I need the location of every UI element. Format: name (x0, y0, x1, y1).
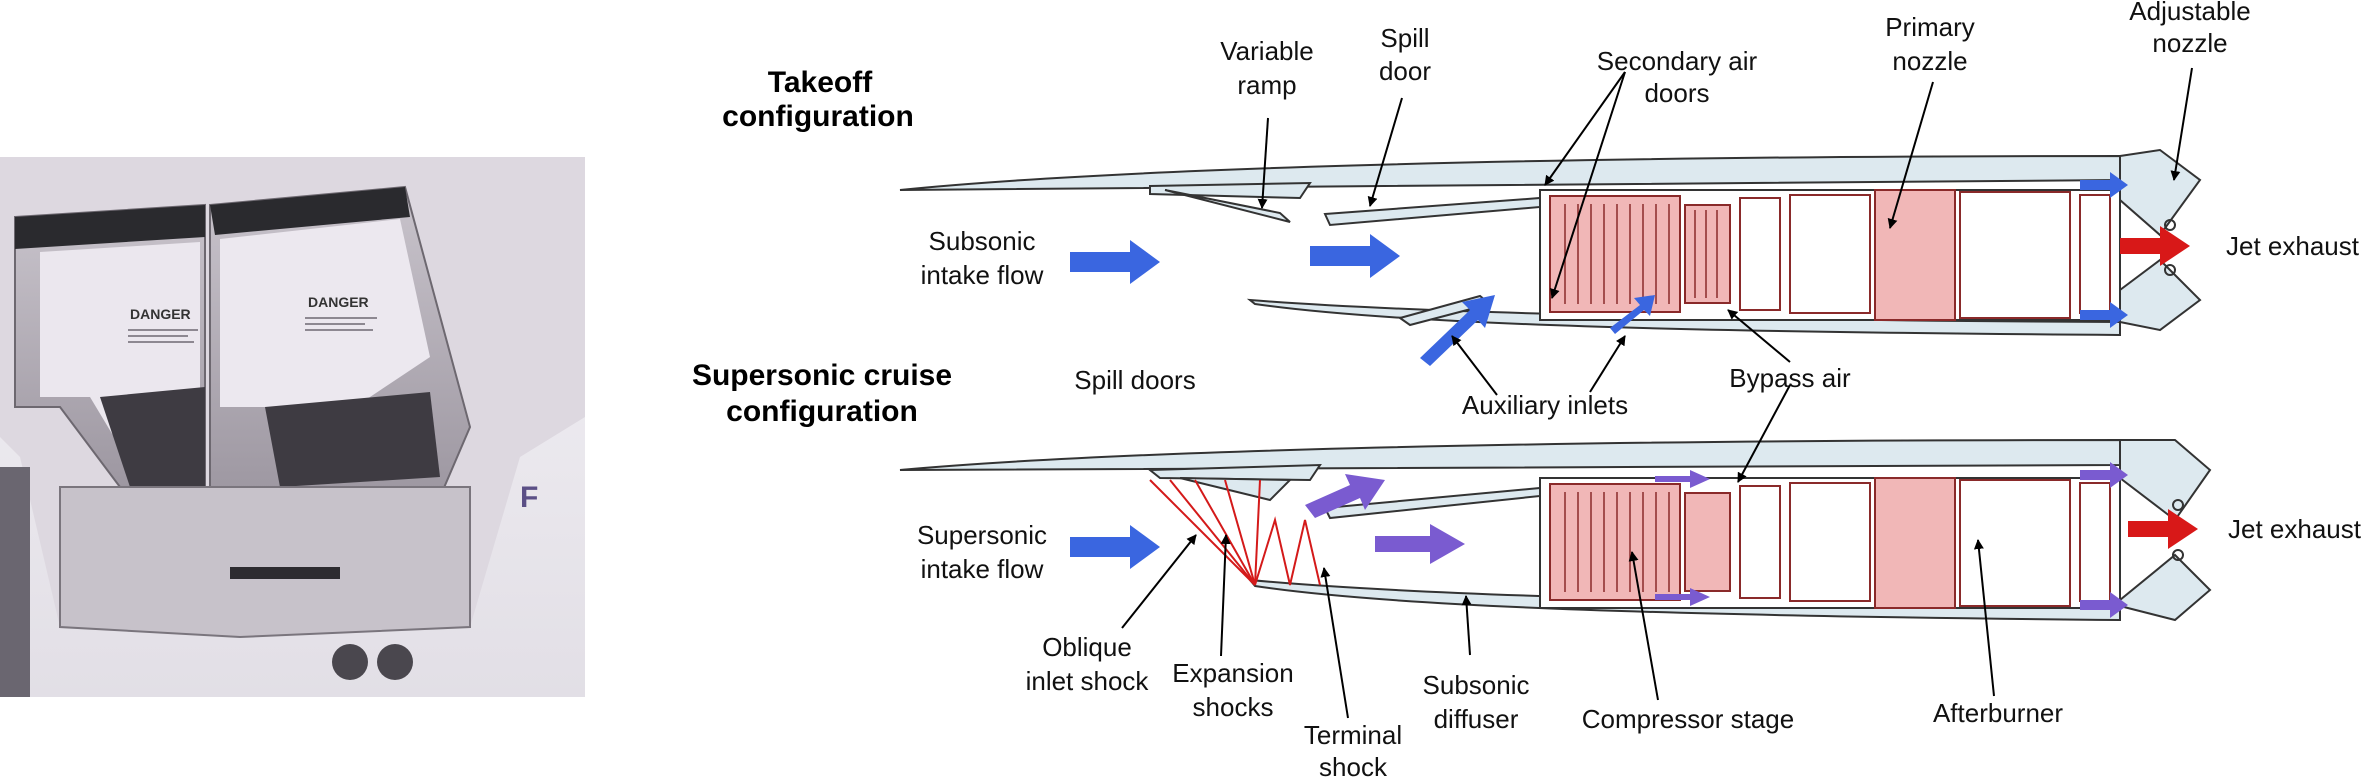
label-spill-door-2: door (1379, 56, 1431, 86)
cruise-bypass-arrow-2 (1655, 588, 1710, 606)
label-adjustable-nozzle-2: nozzle (2152, 28, 2227, 58)
intake-photo-drawing: DANGER DANGER F (0, 157, 585, 697)
cruise-title-line1: Supersonic cruise (692, 359, 952, 392)
label-diffuser-1: Subsonic (1423, 670, 1530, 700)
label-cruise-jet-exhaust: Jet exhaust (2228, 514, 2362, 544)
cruise-shock-lines (1149, 479, 1321, 586)
takeoff-ramp-panel (1149, 181, 1312, 200)
intake-photo: DANGER DANGER F (0, 157, 585, 697)
placard-right-text: DANGER (308, 294, 369, 310)
cruise-diagram (899, 438, 2212, 622)
label-subsonic-intake-1: Subsonic (929, 226, 1036, 256)
takeoff-aux-arrow-2 (1610, 295, 1655, 334)
cruise-duct-arrow (1375, 524, 1465, 564)
label-terminal-1: Terminal (1304, 720, 1402, 750)
label-afterburner: Afterburner (1933, 698, 2063, 728)
takeoff-nozzle-lower (2119, 258, 2202, 332)
label-oblique-1: Oblique (1042, 632, 1132, 662)
label-subsonic-intake-2: intake flow (921, 260, 1044, 290)
label-secondary-air-1: Secondary air (1597, 46, 1758, 76)
label-supersonic-intake-1: Supersonic (917, 520, 1047, 550)
cruise-exhaust-arrow (2128, 509, 2198, 549)
cruise-ramp-panel (1147, 463, 1322, 482)
label-diffuser-2: diffuser (1434, 704, 1519, 734)
cruise-nozzle-upper (2119, 439, 2212, 522)
takeoff-duct-arrow (1310, 234, 1400, 278)
takeoff-upper-nacelle (899, 154, 2121, 191)
placard-fine-print (128, 317, 377, 343)
leader-lines (1121, 67, 2193, 719)
cruise-title-line2: configuration (726, 395, 918, 428)
label-variable-ramp-2: ramp (1237, 70, 1296, 100)
label-spill-doors: Spill doors (1074, 365, 1195, 395)
label-compressor-stage: Compressor stage (1582, 704, 1794, 734)
takeoff-spill-door (1323, 196, 1541, 227)
takeoff-diagram (899, 148, 2202, 366)
label-spill-door-1: Spill (1380, 23, 1429, 53)
cruise-spill-arrow (1305, 474, 1385, 518)
label-supersonic-intake-2: intake flow (921, 554, 1044, 584)
cruise-compressor (1549, 483, 1681, 601)
label-expansion-2: shocks (1193, 692, 1274, 722)
cruise-combustor (1874, 477, 1956, 609)
cruise-upper-nacelle (899, 438, 2121, 471)
takeoff-variable-ramp (1164, 189, 1291, 223)
label-secondary-air-2: doors (1644, 78, 1709, 108)
cruise-variable-ramp (1179, 477, 1293, 502)
tail-letters: F (520, 481, 538, 514)
label-expansion-1: Expansion (1172, 658, 1293, 688)
takeoff-bypass-arrow-bottom (2080, 302, 2128, 328)
takeoff-title-line2: configuration (722, 100, 914, 133)
takeoff-exhaust-arrow (2120, 226, 2190, 266)
label-terminal-2: shock (1319, 752, 1388, 778)
cruise-intake-arrow (1070, 525, 1160, 569)
label-takeoff-jet-exhaust: Jet exhaust (2226, 231, 2360, 261)
cruise-bypass-arrow-top (2080, 462, 2128, 488)
label-primary-nozzle-1: Primary (1885, 12, 1975, 42)
placard-left-text: DANGER (130, 306, 191, 322)
label-bypass-air: Bypass air (1729, 363, 1851, 393)
label-primary-nozzle-2: nozzle (1892, 46, 1967, 76)
cruise-bypass-arrow-1 (1655, 470, 1710, 488)
takeoff-title-line1: Takeoff (768, 66, 873, 99)
takeoff-nozzle-upper (2119, 148, 2202, 237)
takeoff-intake-arrow (1070, 240, 1160, 284)
cruise-bypass-arrow-bottom (2080, 592, 2128, 618)
cruise-nozzle-lower (2119, 553, 2212, 622)
label-auxiliary-inlets: Auxiliary inlets (1462, 390, 1628, 420)
takeoff-aux-arrow (1420, 295, 1495, 366)
takeoff-compressor (1549, 195, 1681, 313)
label-oblique-2: inlet shock (1026, 666, 1150, 696)
takeoff-combustor (1874, 189, 1956, 321)
label-variable-ramp-1: Variable (1220, 36, 1313, 66)
cruise-lower-nacelle (1247, 578, 2121, 622)
label-adjustable-nozzle-1: Adjustable (2129, 0, 2250, 26)
takeoff-bypass-arrow-top (2080, 172, 2128, 198)
